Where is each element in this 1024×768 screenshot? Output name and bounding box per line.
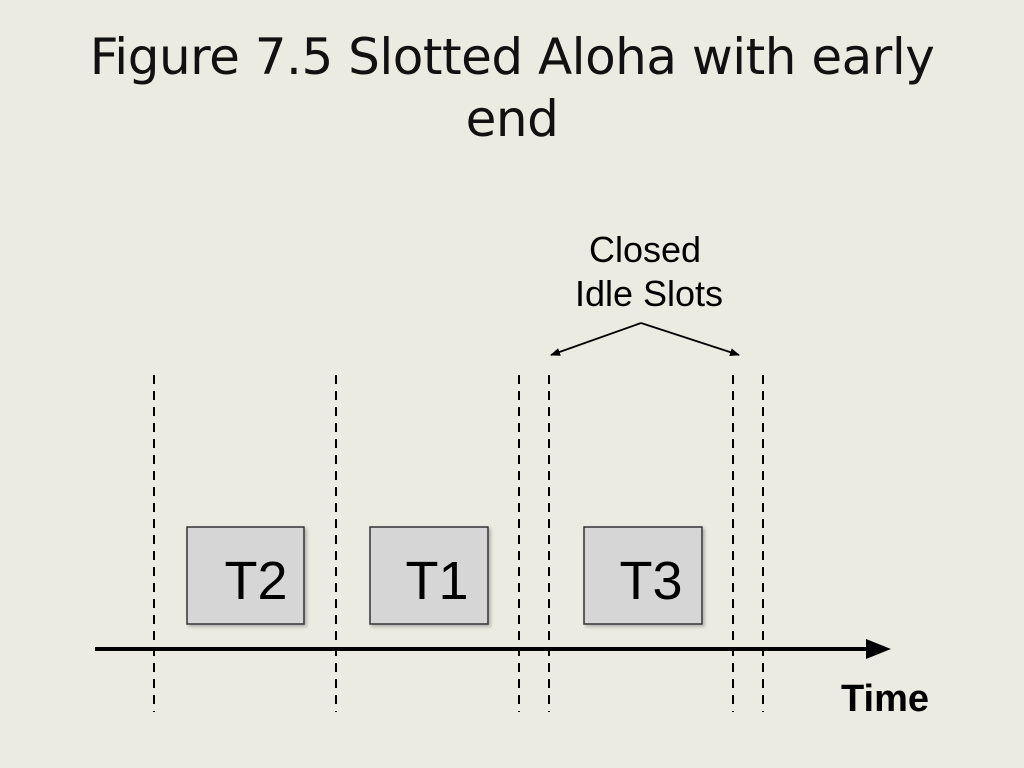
time-axis-arrowhead-icon (866, 639, 891, 659)
packet-t1: T1 (369, 526, 489, 625)
packet-box (186, 526, 305, 625)
annotation-line-2: Idle Slots (575, 273, 723, 314)
packet-box (369, 526, 489, 625)
time-axis: Time (95, 639, 929, 720)
time-axis-label: Time (841, 678, 929, 720)
packet-t2: T2 (186, 526, 305, 625)
packet-label: T3 (619, 551, 682, 611)
packet-box (583, 526, 703, 625)
packet-t3: T3 (583, 526, 703, 625)
slot-boundaries (153, 375, 764, 712)
packet-label: T2 (224, 551, 287, 611)
closed-idle-slots-annotation: Closed Idle Slots (550, 229, 740, 357)
packet-label: T1 (405, 551, 468, 611)
annotation-pointer-right (640, 322, 740, 357)
annotation-pointer-left (550, 322, 642, 356)
annotation-line-1: Closed (589, 229, 701, 270)
slide-title: Figure 7.5 Slotted Aloha with early end (89, 28, 935, 148)
